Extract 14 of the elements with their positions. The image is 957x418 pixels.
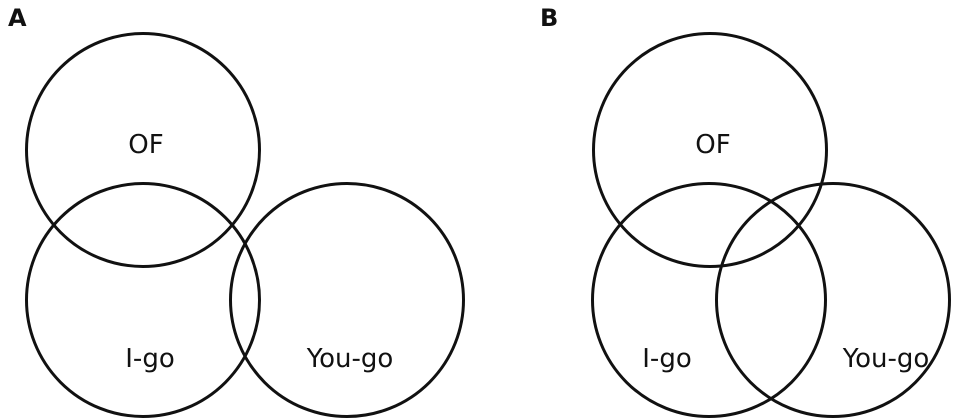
set-label: You-go: [306, 346, 394, 372]
venn-circle: [25, 32, 261, 268]
set-label: OF: [695, 132, 731, 158]
set-label: I-go: [642, 346, 692, 372]
set-label: You-go: [842, 346, 930, 372]
venn-circle: [715, 182, 951, 418]
panel-letter: A: [8, 6, 27, 30]
set-label: I-go: [125, 346, 175, 372]
venn-circle: [229, 182, 465, 418]
panel-letter: B: [540, 6, 558, 30]
venn-circle: [591, 182, 827, 418]
set-label: OF: [128, 132, 164, 158]
venn-circle: [25, 182, 261, 418]
venn-circle: [592, 32, 828, 268]
